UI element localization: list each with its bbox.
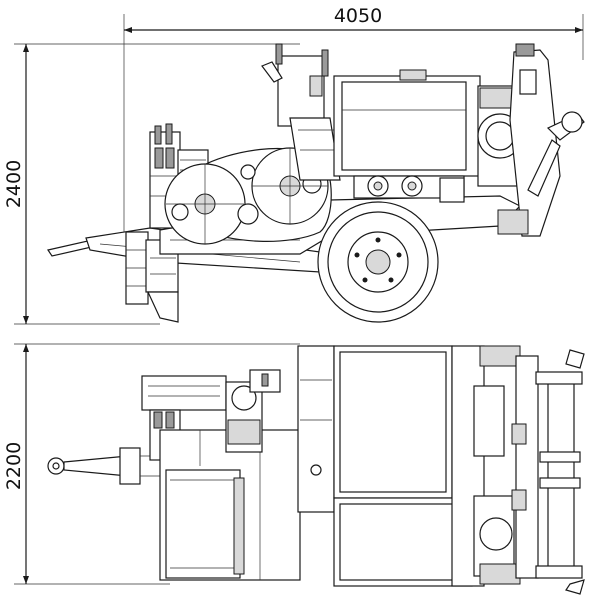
- side-view: [47, 43, 585, 323]
- length-dimension: 4050: [123, 5, 584, 240]
- top-engine-deck: [297, 345, 473, 587]
- width-dimension: 2200: [3, 343, 300, 585]
- top-view: [47, 345, 585, 595]
- height-dimension: 2400: [3, 43, 300, 325]
- top-rear-boom: [511, 349, 585, 595]
- top-rear-unit: [451, 345, 521, 587]
- control-tower: [261, 43, 341, 181]
- top-gearbox: [225, 369, 281, 453]
- height-dimension-label: 2400: [3, 160, 25, 208]
- width-dimension-label: 2200: [3, 442, 25, 490]
- top-valve-bank: [141, 375, 227, 461]
- engine-enclosure: [333, 69, 481, 203]
- length-dimension-label: 4050: [334, 5, 382, 27]
- road-wheel: [317, 201, 439, 323]
- top-frame: [159, 429, 301, 581]
- top-drawbar: [47, 447, 164, 485]
- rear-boom: [497, 43, 585, 237]
